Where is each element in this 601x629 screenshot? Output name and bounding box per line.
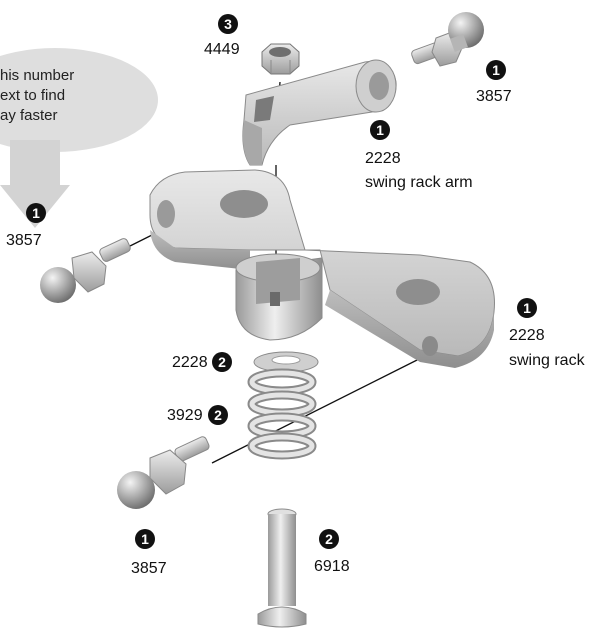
part-number: 2228 [172,354,208,371]
pin-part [257,508,307,628]
swing-rack-arm-part [242,59,397,166]
spring-part [247,368,317,460]
tip-bubble [0,48,158,228]
ball-stud-left [40,238,131,303]
part-description: swing rack [509,352,585,369]
step-badge: 2 [319,529,339,549]
step-badge: 3 [218,14,238,34]
step-badge: 2 [208,405,228,425]
leader-ball-bottom [211,351,434,464]
part-number: 2228 [509,327,545,344]
part-number: 3929 [167,407,203,424]
part-number: 2228 [365,150,401,167]
nut-4449 [261,43,300,75]
step-badge: 1 [486,60,506,80]
ball-stud-bottom [117,436,210,509]
part-number: 3857 [476,88,512,105]
part-number: 3857 [131,560,167,577]
swing-rack-part [149,169,495,368]
step-badge: 1 [517,298,537,318]
step-badge: 2 [212,352,232,372]
tip-line-1: his number [0,67,75,84]
tip-line-3: ay faster [0,107,58,124]
ball-stud-top-right [411,12,484,67]
part-number: 3857 [6,232,42,249]
washer-part [253,351,319,373]
part-description: swing rack arm [365,174,473,191]
step-badge: 1 [135,529,155,549]
step-badge: 1 [26,203,46,223]
step-badge: 1 [370,120,390,140]
tip-line-2: ext to find [0,87,66,104]
part-number: 6918 [314,558,350,575]
part-number: 4449 [204,41,240,58]
